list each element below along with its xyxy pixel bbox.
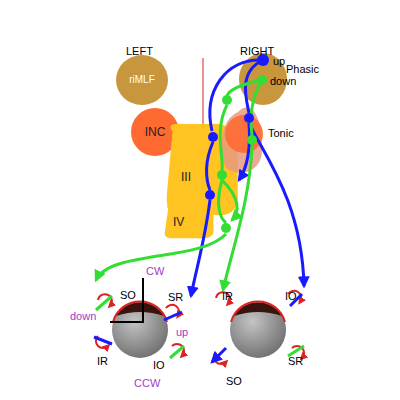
right-eye: [230, 301, 286, 358]
node-shape: [163, 205, 215, 239]
up-pathway: [191, 60, 304, 296]
text-label: CCW: [134, 378, 160, 389]
eye-muscles: [94, 291, 304, 364]
oculomotor-nucleus: III: [165, 122, 240, 217]
text-label: IR: [222, 291, 233, 302]
text-label: LEFT: [126, 46, 153, 57]
left-eye: [112, 301, 168, 358]
down-pathway: [96, 80, 262, 290]
text-label: down: [270, 76, 296, 87]
rimlf-nucleus: riMLF: [116, 55, 168, 105]
nucleus-label: IV: [173, 216, 184, 228]
right-inc-region: [222, 108, 262, 173]
right-inc-nucleus: [225, 115, 263, 153]
text-label: RIGHT: [240, 46, 274, 57]
text-label: up: [176, 327, 188, 338]
text-label: Phasic: [286, 64, 319, 75]
text-label: SR: [288, 356, 303, 367]
down-neurons: [217, 75, 267, 233]
text-label: Tonic: [268, 128, 294, 139]
text-label: SO: [226, 376, 242, 387]
text-label: IR: [97, 356, 108, 367]
text-label: down: [70, 311, 96, 322]
text-label: IO: [153, 360, 165, 371]
node-shape: [165, 122, 240, 217]
rotation-axes: [110, 278, 143, 322]
nucleus-label: III: [181, 171, 191, 183]
text-label: SO: [120, 290, 136, 301]
text-label: SR: [168, 292, 183, 303]
text-label: CW: [146, 266, 164, 277]
nucleus-label: riMLF: [129, 75, 155, 85]
trochlear-nucleus: IV: [163, 205, 215, 239]
up-neurons: [205, 54, 269, 200]
text-label: IO: [285, 291, 297, 302]
text-label: up: [273, 56, 285, 67]
nucleus-label: INC: [145, 126, 166, 138]
